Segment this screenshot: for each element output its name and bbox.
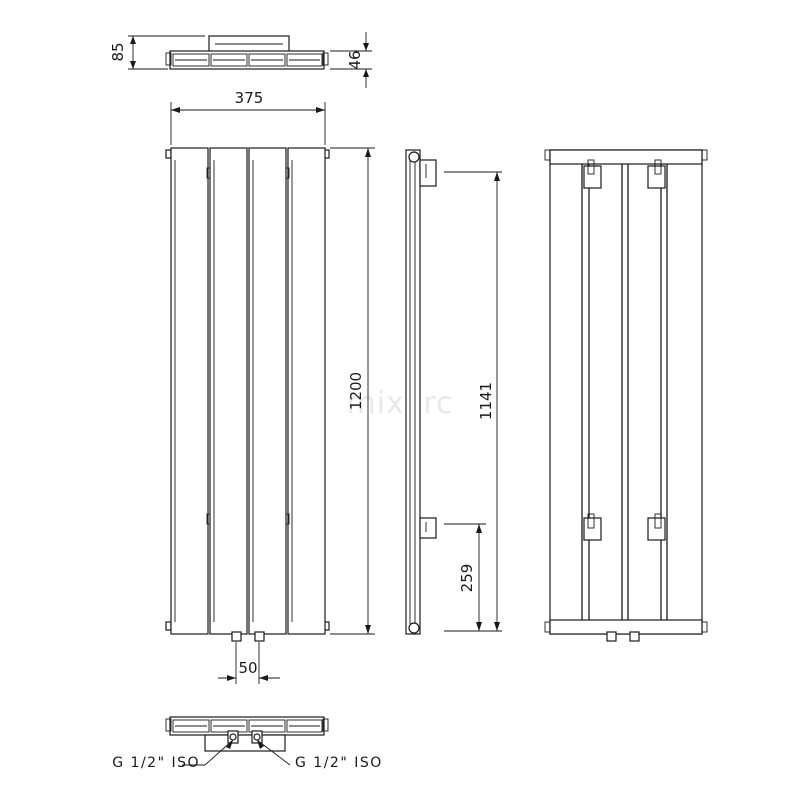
dimension-bottom-bracket: 259 bbox=[458, 564, 476, 593]
rear-view bbox=[544, 149, 708, 642]
dimension-bracket-span: 1141 bbox=[477, 382, 495, 420]
connection-label-right: G 1/2" ISO bbox=[295, 755, 383, 771]
connection-label-left: G 1/2" ISO bbox=[112, 755, 200, 771]
side-view bbox=[405, 149, 502, 635]
front-view bbox=[165, 102, 375, 684]
dimension-height: 1200 bbox=[347, 372, 365, 410]
bottom-view bbox=[165, 716, 329, 766]
dimension-top-depth: 85 bbox=[109, 42, 127, 61]
dimension-connection-spacing: 50 bbox=[238, 659, 257, 677]
dimension-top-depth-small: 46 bbox=[346, 50, 364, 69]
top-view bbox=[128, 32, 372, 88]
dimension-width: 375 bbox=[235, 89, 264, 107]
watermark: mixorc bbox=[347, 386, 454, 421]
